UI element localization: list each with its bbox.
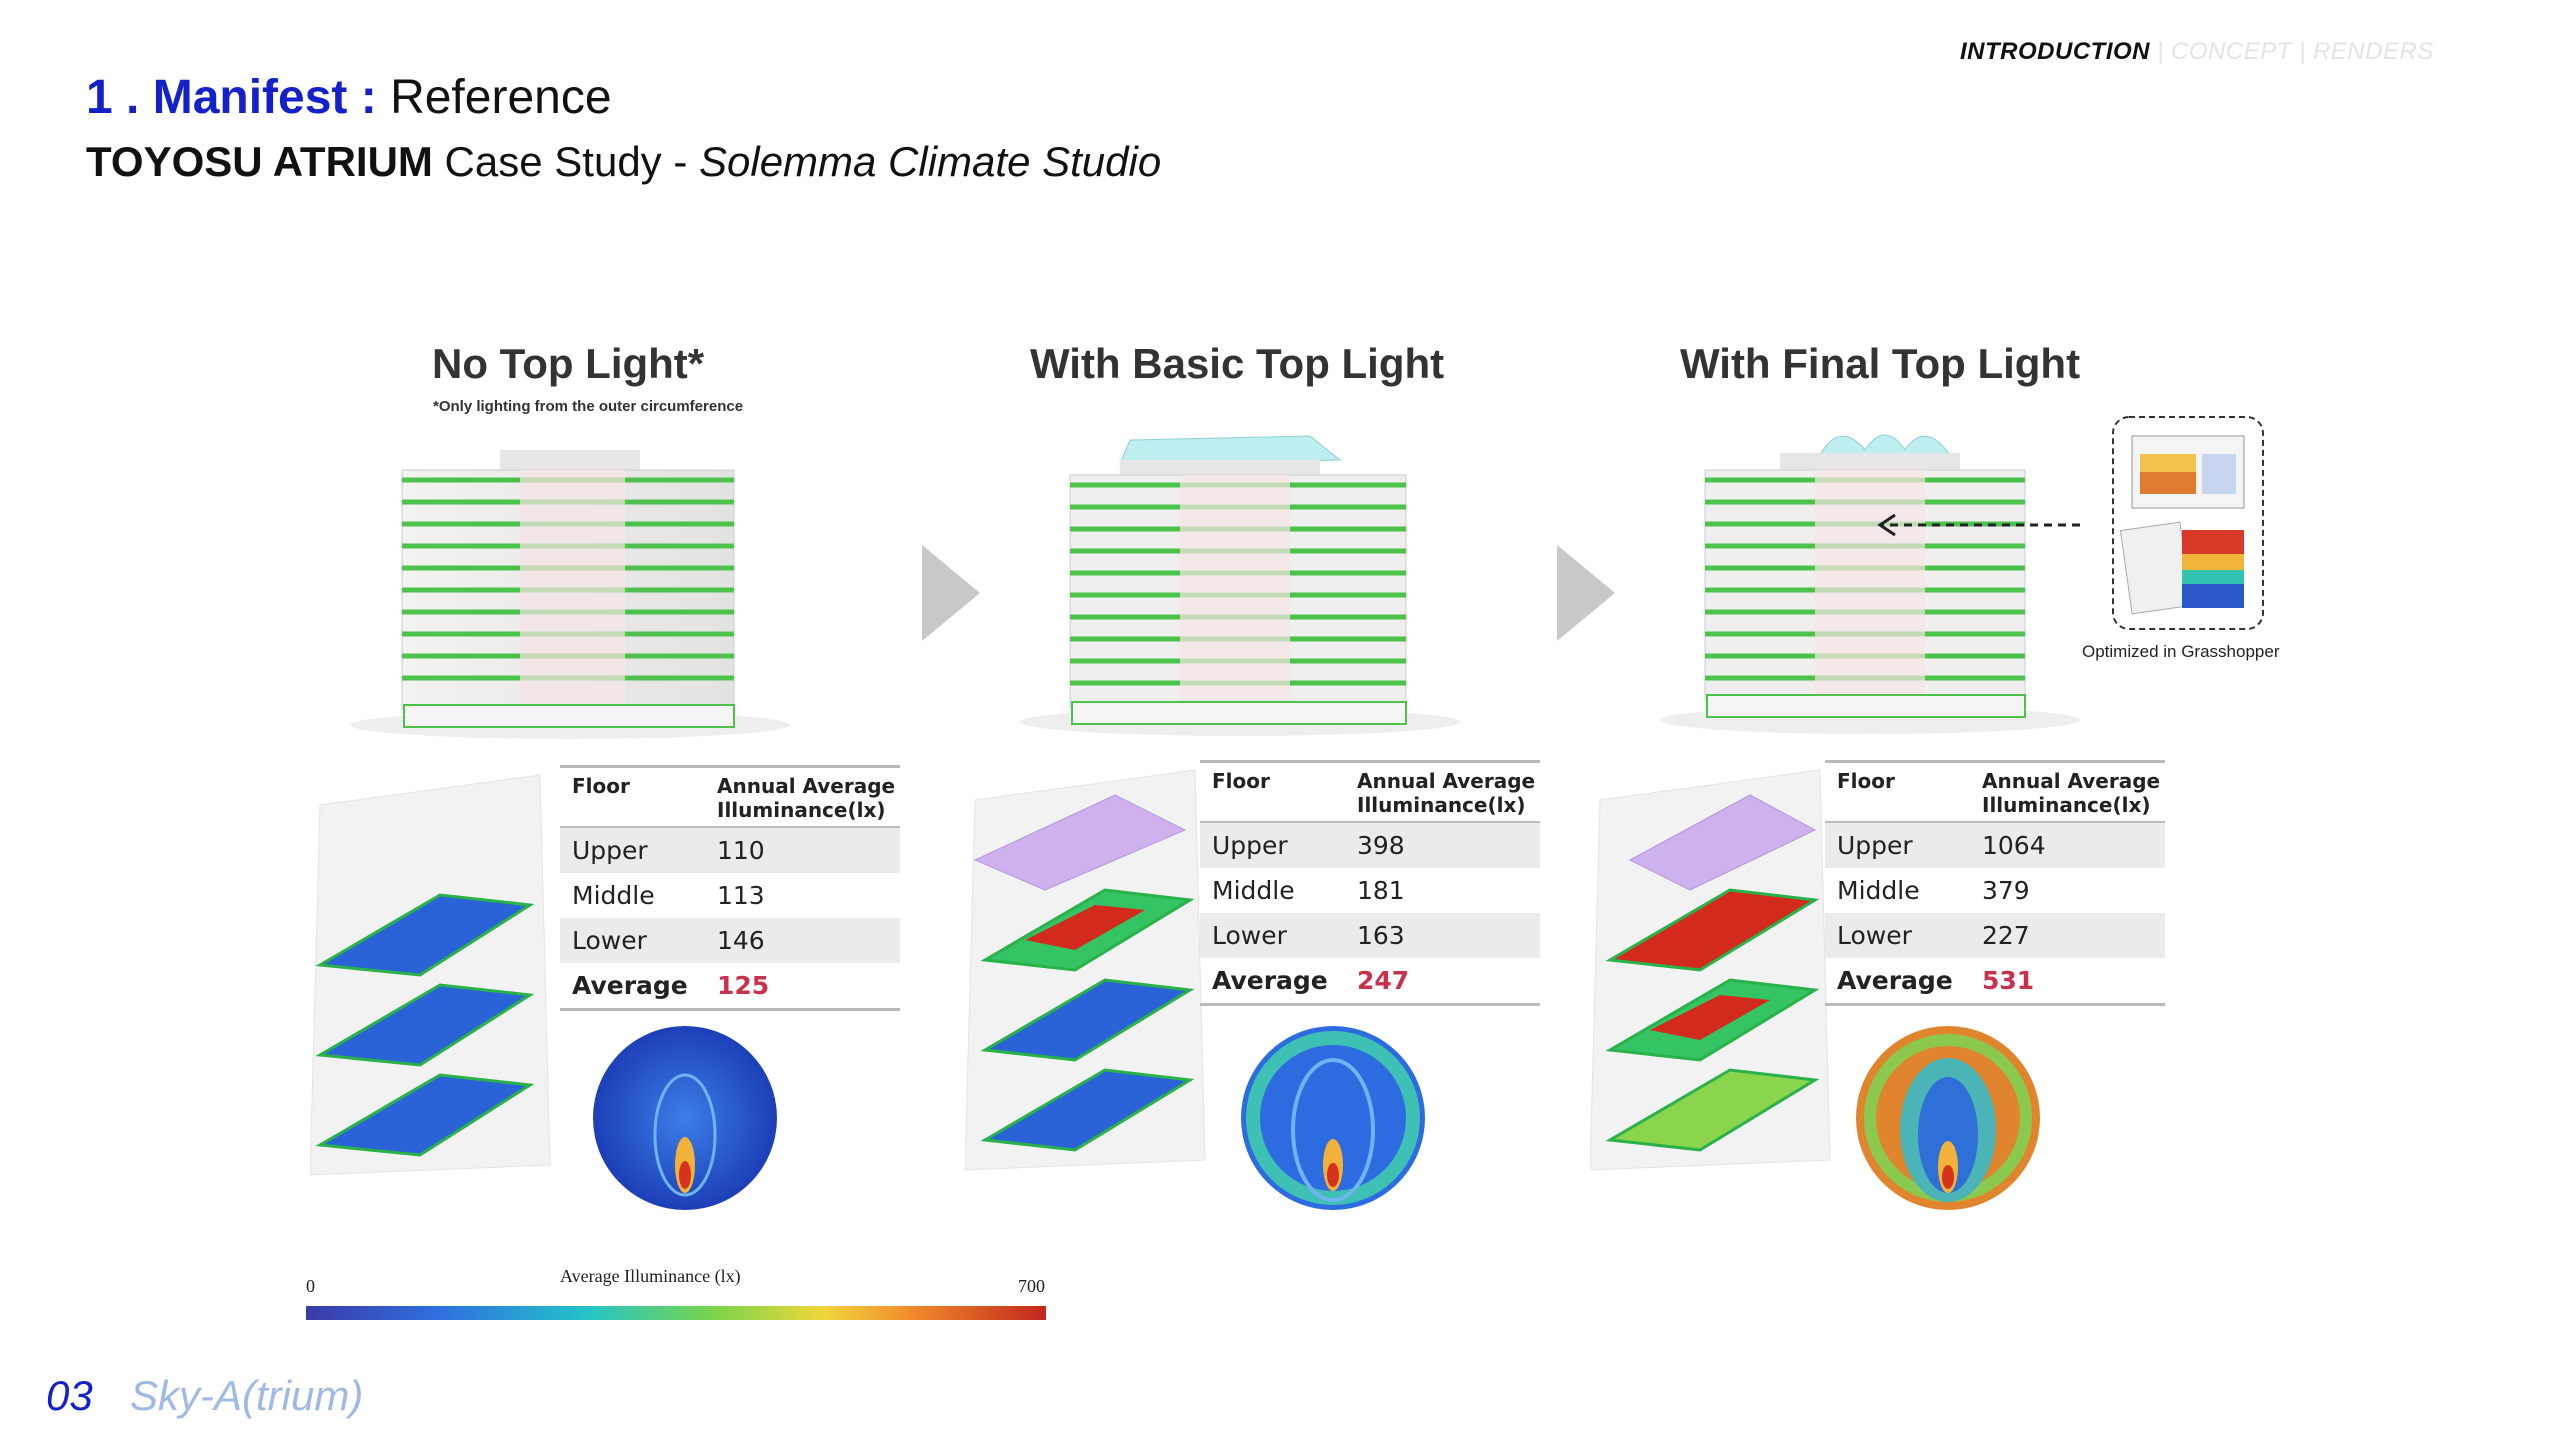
- floor-illuminance-stack-1: [310, 774, 551, 1176]
- subtitle-italic: Solemma Climate Studio: [699, 138, 1162, 185]
- panel-2-title: With Basic Top Light: [1030, 340, 1445, 387]
- footer-title: Sky-A(trium): [130, 1372, 364, 1419]
- panel-1-title: No Top Light*: [432, 340, 705, 387]
- nav-introduction[interactable]: INTRODUCTION: [1960, 38, 2150, 65]
- subtitle-mid: Case Study -: [432, 138, 699, 185]
- page-subtitle: TOYOSU ATRIUM Case Study - Solemma Clima…: [86, 138, 1161, 186]
- title-section: Reference: [390, 71, 612, 124]
- panel-1-note: *Only lighting from the outer circumfere…: [433, 398, 744, 415]
- floor-illuminance-stack-2: [965, 769, 1206, 1171]
- page-title: 1 . Manifest : Reference: [86, 70, 612, 125]
- building-section-1: [350, 450, 790, 739]
- fisheye-render-1: [593, 1026, 777, 1210]
- section-nav: INTRODUCTION | CONCEPT | RENDERS: [1960, 38, 2434, 66]
- building-section-3: [1660, 434, 2080, 734]
- grasshopper-inset: [2112, 416, 2264, 630]
- building-section-2: [1020, 435, 1460, 736]
- grasshopper-caption: Optimized in Grasshopper: [2082, 642, 2280, 661]
- legend-max: 700: [1018, 1276, 1045, 1296]
- fisheye-render-2: [1241, 1026, 1425, 1210]
- arrow-right-icon: [922, 545, 980, 641]
- legend-label: Average Illuminance (lx): [560, 1266, 741, 1286]
- legend-color-scale: [306, 1306, 1046, 1320]
- nav-rest[interactable]: | CONCEPT | RENDERS: [2149, 38, 2434, 65]
- subtitle-bold: TOYOSU ATRIUM: [86, 138, 433, 185]
- arrow-right-icon: [1557, 545, 1615, 641]
- panel-3-title: With Final Top Light: [1680, 340, 2081, 387]
- legend-min: 0: [306, 1276, 315, 1296]
- fisheye-render-3: [1856, 1026, 2040, 1210]
- footer-page-number: 03: [46, 1372, 93, 1419]
- floor-illuminance-stack-3: [1590, 769, 1831, 1171]
- title-number: 1 . Manifest :: [86, 71, 377, 124]
